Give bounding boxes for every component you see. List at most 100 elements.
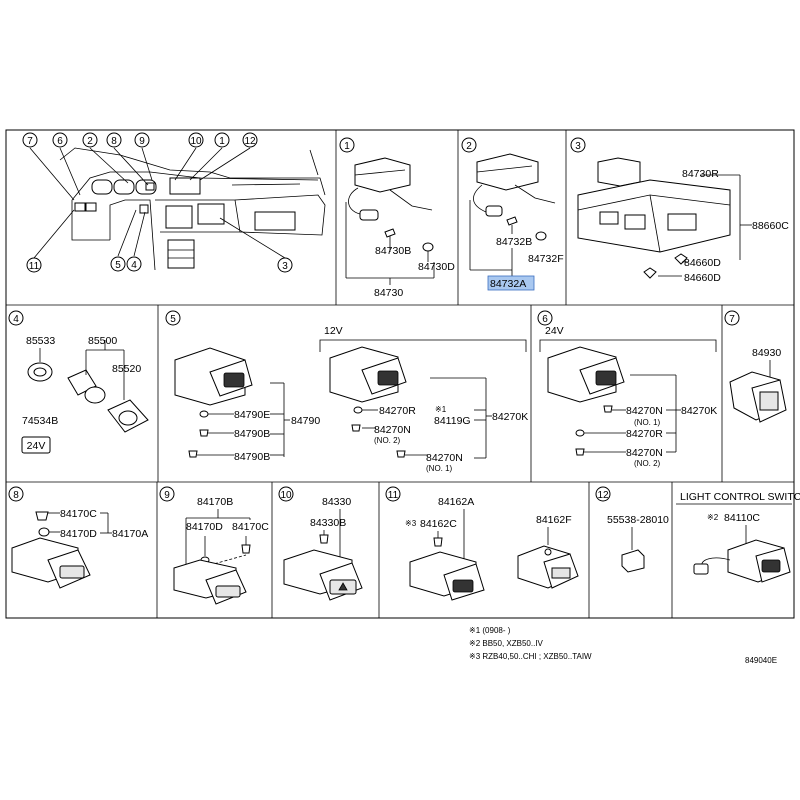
label-85520: 85520 — [112, 363, 141, 375]
svg-text:9: 9 — [164, 490, 170, 501]
svg-text:7: 7 — [27, 136, 33, 147]
label-84270K: 84270K — [492, 411, 528, 423]
callout-7: 7 — [22, 132, 38, 148]
connector-part — [473, 153, 556, 217]
panel-10: 10 84330 84330B — [278, 486, 363, 601]
svg-text:1: 1 — [219, 136, 225, 147]
label-84110C: 84110C — [724, 512, 760, 524]
callout-5: 5 — [110, 256, 126, 272]
label-84270R: 84270R — [379, 405, 416, 417]
callout-10: 10 — [188, 132, 204, 148]
label-no1: (NO. 1) — [426, 464, 453, 473]
label-84730R: 84730R — [682, 168, 719, 180]
svg-text:5: 5 — [170, 314, 176, 325]
label-no1: (NO. 1) — [634, 418, 661, 427]
voltage-12V: 12V — [324, 325, 343, 337]
label-84660D-2: 84660D — [684, 272, 721, 284]
label-84270K: 84270K — [681, 405, 717, 417]
label-84732B: 84732B — [496, 236, 532, 248]
dashboard-overview: 7 6 2 8 9 10 1 12 11 5 4 3 — [22, 132, 326, 273]
label-55538-28010: 55538-28010 — [607, 514, 669, 526]
label-84790B-2: 84790B — [234, 451, 270, 463]
label-84730B: 84730B — [375, 245, 411, 257]
svg-text:11: 11 — [388, 490, 399, 501]
svg-text:12: 12 — [597, 490, 609, 501]
label-84162A: 84162A — [438, 496, 474, 508]
panel-5: 5 84790E 84790B 84790B 84790 12V — [165, 310, 528, 473]
svg-text:4: 4 — [13, 314, 19, 325]
label-74534B: 74534B — [22, 415, 58, 427]
callout-3: 3 — [277, 257, 293, 273]
svg-text:1: 1 — [344, 141, 350, 152]
note-1: ※1 (0908- ) — [469, 626, 511, 635]
label-84119G: 84119G — [434, 415, 471, 427]
panel-9: 9 84170B 84170D 84170C — [159, 486, 269, 605]
label-84732A[interactable]: 84732A — [490, 278, 526, 290]
callout-12: 12 — [242, 132, 258, 148]
label-84270R: 84270R — [626, 428, 663, 440]
callout-6: 6 — [52, 132, 68, 148]
label-88660C: 88660C — [752, 220, 789, 232]
label-84270N: 84270N — [626, 405, 663, 417]
callout-9: 9 — [134, 132, 150, 148]
svg-text:10: 10 — [280, 490, 292, 501]
label-84170D: 84170D — [186, 521, 223, 533]
label-85500: 85500 — [88, 335, 117, 347]
callout-1: 1 — [214, 132, 230, 148]
grid-frame — [5, 129, 795, 619]
label-84170D: 84170D — [60, 528, 97, 540]
connector-part — [348, 157, 433, 221]
svg-text:7: 7 — [729, 314, 735, 325]
panel-1: 1 84730B 84730D 84730 — [339, 137, 455, 299]
label-no2: (NO. 2) — [374, 436, 401, 445]
panel-12: 12 55538-28010 — [595, 486, 669, 573]
panel-6: 6 24V 84270N (NO. 1) 84270K 84270R 84270… — [537, 310, 717, 468]
label-84790E: 84790E — [234, 409, 270, 421]
label-84930: 84930 — [752, 347, 781, 359]
svg-text:3: 3 — [575, 141, 581, 152]
label-24V: 24V — [27, 440, 46, 452]
svg-text:10: 10 — [190, 136, 202, 147]
note-mark-2: ※2 — [707, 513, 719, 522]
label-84330: 84330 — [322, 496, 351, 508]
svg-text:11: 11 — [29, 261, 40, 272]
label-84162F: 84162F — [536, 514, 572, 526]
panel-light-control-switch: LIGHT CONTROL SWITCH ※2 84110C — [676, 491, 800, 583]
label-84730: 84730 — [374, 287, 403, 299]
callout-2: 2 — [82, 132, 98, 148]
footnotes: ※1 (0908- ) ※2 BB50, XZB50..IV ※3 RZB40,… — [469, 626, 592, 661]
label-84732F: 84732F — [528, 253, 564, 265]
note-3: ※3 RZB40,50..CHI ; XZB50..TAIW — [469, 652, 592, 661]
svg-text:9: 9 — [139, 136, 145, 147]
callout-4: 4 — [126, 256, 142, 272]
label-84162C: 84162C — [420, 518, 457, 530]
label-85533: 85533 — [26, 335, 55, 347]
svg-text:8: 8 — [111, 136, 117, 147]
label-84660D: 84660D — [684, 257, 721, 269]
svg-text:8: 8 — [13, 490, 19, 501]
diagram-code: 849040E — [745, 656, 777, 665]
label-84170C: 84170C — [60, 508, 97, 520]
panel-7: 7 84930 — [724, 310, 787, 423]
note-2: ※2 BB50, XZB50..IV — [469, 639, 544, 648]
callout-8: 8 — [106, 132, 122, 148]
svg-text:5: 5 — [115, 260, 121, 271]
label-84270N-2: 84270N — [626, 447, 663, 459]
panel-8: 8 84170C 84170D 84170A — [8, 486, 148, 589]
panel-title: LIGHT CONTROL SWITCH — [680, 491, 800, 503]
label-84330B: 84330B — [310, 517, 346, 529]
callout-11: 11 — [26, 257, 42, 273]
label-84790B: 84790B — [234, 428, 270, 440]
label-84170A: 84170A — [112, 528, 148, 540]
label-84170B: 84170B — [197, 496, 233, 508]
svg-text:12: 12 — [244, 136, 256, 147]
label-84790: 84790 — [291, 415, 320, 427]
label-84730D: 84730D — [418, 261, 455, 273]
highlight-84732A — [487, 275, 535, 291]
panel-2: 2 84732B 84732F 84732A — [461, 137, 564, 291]
label-84270N: 84270N — [374, 424, 411, 436]
svg-text:4: 4 — [131, 260, 137, 271]
note-mark-1: ※1 — [435, 405, 447, 414]
panel-11: 11 84162A ※3 84162C 84162F — [385, 486, 579, 601]
